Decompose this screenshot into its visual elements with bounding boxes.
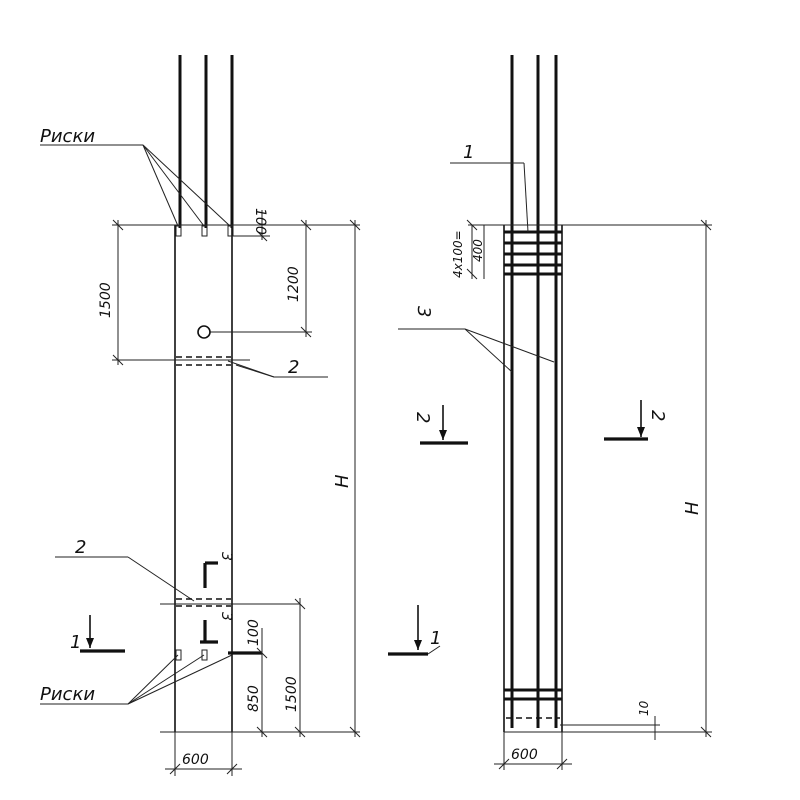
dim-top-1200-tick-a [300,219,312,231]
dim-top-1500-tick-b [112,354,124,366]
dim-stirrups-400: 400 [471,239,485,262]
riski-top-leader-2 [142,144,205,227]
dim-top-100: 100 [252,208,268,235]
pos2-right-label: 2 [288,357,299,378]
riski-bottom-leader-2 [127,654,205,705]
section-2-left-label: 2 [412,412,433,423]
pos3-leader-2 [464,328,555,363]
riski-top-label: Риски [40,126,95,147]
riski-bottom-leader-3 [127,654,233,705]
pos2-upper-leader-2 [235,364,275,378]
right-elevation-view: 1 4x100= 400 3 2 2 1 H [388,55,712,770]
section-1-right-label: 1 [430,628,441,649]
section-1-right-bar-tip [427,645,441,655]
lifting-hole [197,325,211,339]
section-2-right-arrow-head [637,427,645,437]
pos1-label: 1 [463,142,474,163]
dim-width-right-tick-b [556,758,568,770]
dim-width-right-tick-a [498,758,510,770]
dim-cover-10: 10 [637,700,651,716]
risk-mark-bottom-2 [201,649,208,661]
pos3-leader-1 [464,328,513,373]
dim-stirrups: 4x100= [451,230,465,278]
dim-top-1500-tick-a [112,219,124,231]
pos1-leader [523,162,529,233]
dim-height-left-tick-a [349,219,361,231]
left-elevation-view: Риски 100 1500 1200 2 [40,55,361,776]
riski-top-leader-3 [142,144,231,227]
dim-bottom-100: 100 [246,619,262,646]
dim-bottom-1500-tick-a [294,598,306,610]
dim-bottom-1500: 1500 [284,676,300,712]
dim-top-1200-tick-b [300,326,312,338]
dim-width-right: 600 [511,747,538,763]
risk-mark-top-3 [227,225,234,237]
dim-width-left: 600 [182,752,209,768]
dim-bottom-850: 850 [246,685,262,712]
section-3-upper-label: 3 [218,552,234,561]
riski-bottom-label: Риски [40,684,95,705]
dim-height-right-tick-a [700,219,712,231]
dim-stirrups-tick-a [466,219,478,231]
section-1-left-arrow-head [86,638,94,648]
risk-mark-top-2 [201,225,208,237]
riski-top-leader-1 [142,144,179,227]
dim-top-1200: 1200 [286,266,302,302]
section-3-lower-label: 3 [218,612,234,621]
dim-top-100-tick [256,230,268,242]
riski-bottom-leader-1 [127,654,179,705]
dim-height-left: H [332,474,353,488]
dim-height-right: H [682,501,703,515]
risk-mark-bottom-1 [175,649,182,661]
section-2-right-label: 2 [647,410,668,421]
dim-width-left-tick-b [226,763,238,775]
pos2-lower-leader [127,556,195,602]
risk-mark-top-1 [175,225,182,237]
pos2-left-label: 2 [75,537,86,558]
dim-top-1500: 1500 [98,282,114,318]
dim-width-left-tick-a [169,763,181,775]
pos3-label: 3 [413,306,434,317]
section-1-right-arrow-head [414,640,422,650]
section-2-left-arrow-head [439,430,447,440]
dim-stirrups-tick-b [466,268,478,280]
section-1-left-label: 1 [70,632,81,653]
